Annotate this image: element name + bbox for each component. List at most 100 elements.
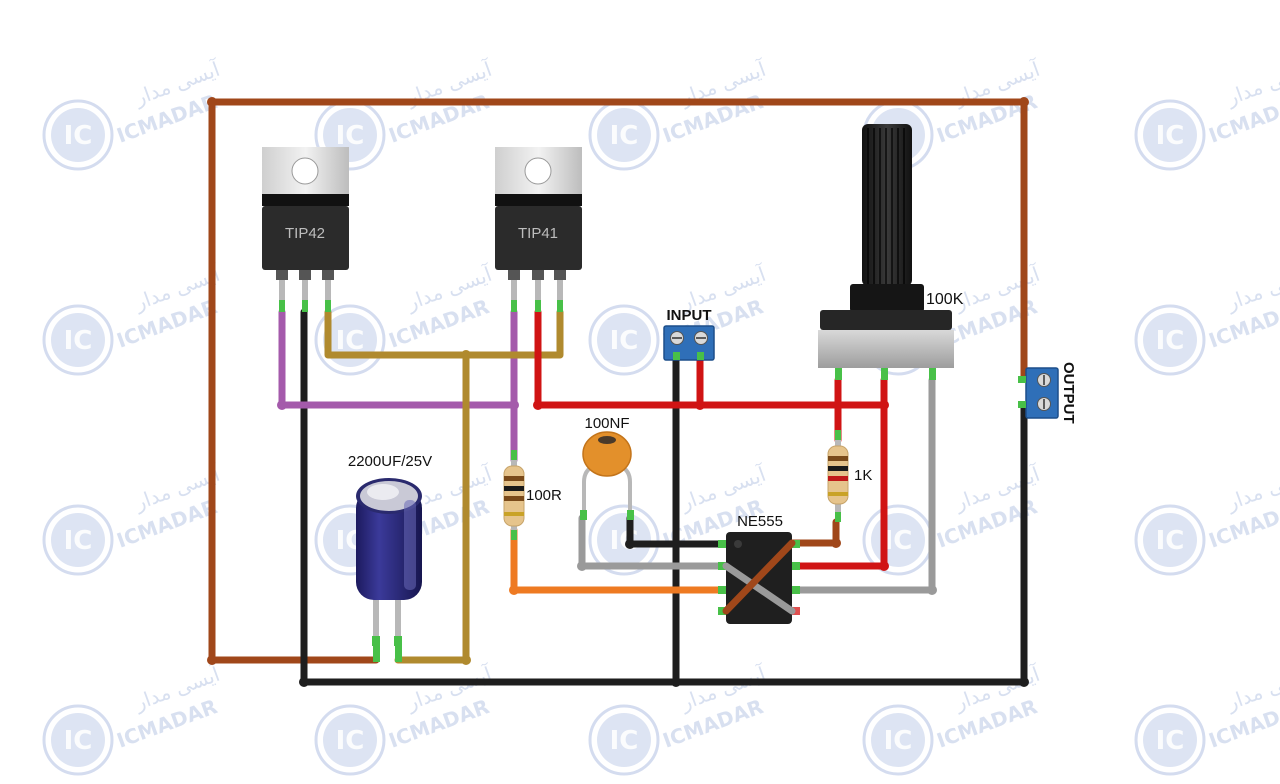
pin-connector xyxy=(279,300,285,312)
wire-black-ground xyxy=(300,308,1028,686)
ic-pin xyxy=(792,540,800,548)
pot-label: 100K xyxy=(926,291,964,308)
junction-dot xyxy=(671,677,681,687)
pin-connector xyxy=(881,368,888,380)
junctions xyxy=(207,97,1029,687)
junction-dot xyxy=(207,97,217,107)
transistor-pin-base xyxy=(554,270,566,280)
cap-leg xyxy=(373,596,379,646)
watermark-logo-icon xyxy=(1134,258,1280,376)
cap-ceramic-label: 100NF xyxy=(584,415,629,432)
input-label: INPUT xyxy=(667,307,712,324)
resistor-label-100r: 100R xyxy=(526,487,562,504)
resistor-band xyxy=(504,512,524,516)
mounting-hole-icon xyxy=(291,157,319,185)
resistor-band xyxy=(828,476,848,481)
transistor-pin-base xyxy=(532,270,544,280)
wire-ends xyxy=(373,646,402,662)
watermark-logo-icon xyxy=(588,53,772,171)
ic-pin xyxy=(718,586,726,594)
transistor-leg xyxy=(302,280,308,312)
output-label: OUTPUT xyxy=(1060,362,1077,424)
watermark-logo-icon xyxy=(42,458,226,576)
pot-body xyxy=(818,330,954,368)
mounting-hole-icon xyxy=(524,157,552,185)
watermark-logo-icon xyxy=(42,258,226,376)
ic-pin xyxy=(718,607,726,615)
resistor-label-1k: 1K xyxy=(854,467,872,484)
transistor-leg xyxy=(325,280,331,312)
pot-bushing xyxy=(850,284,924,312)
transistor-pin-base xyxy=(322,270,334,280)
transistor-pin-base xyxy=(276,270,288,280)
pin-connector xyxy=(1018,401,1026,408)
junction-dot xyxy=(577,561,587,571)
pin-connector xyxy=(325,300,331,312)
junction-dot xyxy=(879,400,889,410)
junction-dot xyxy=(509,400,519,410)
wire-olive-top xyxy=(324,308,564,359)
transistor-band xyxy=(495,194,582,206)
pin-connector xyxy=(627,510,634,520)
transistor-leg xyxy=(535,280,541,312)
resistor-band xyxy=(504,476,524,481)
pin-connector xyxy=(835,430,841,440)
watermark-layer xyxy=(42,53,1280,776)
transistor-leg xyxy=(557,280,563,312)
pot-knurl xyxy=(867,128,905,284)
pin-connector xyxy=(835,512,841,522)
resistor-100r: 100R xyxy=(503,450,562,540)
junction-dot xyxy=(461,350,471,360)
resistor-band xyxy=(828,492,848,496)
ic-notch-icon xyxy=(734,540,742,548)
junction-dot xyxy=(831,538,841,548)
pin-connector xyxy=(302,300,308,312)
junction-dot xyxy=(625,539,635,549)
junction-dot xyxy=(927,585,937,595)
watermark-logo-icon xyxy=(588,658,772,776)
watermark-logo-icon xyxy=(1134,458,1280,576)
watermark-logo-icon xyxy=(862,458,1046,576)
output-terminal: OUTPUT xyxy=(1018,362,1077,424)
junction-dot xyxy=(277,400,287,410)
ceramic-capacitor-100nf: 100NF xyxy=(580,415,634,520)
pin-connector xyxy=(511,300,517,312)
junction-dot xyxy=(299,677,309,687)
junction-dot xyxy=(833,400,843,410)
electrolytic-capacitor: 2200UF/25V xyxy=(348,453,432,646)
transistor-leg xyxy=(511,280,517,312)
ic-pin xyxy=(792,562,800,570)
ic-pin xyxy=(792,607,800,615)
junction-dot xyxy=(1019,677,1029,687)
transistor-band xyxy=(262,194,349,206)
transistor-tip42: TIP42 xyxy=(262,147,349,312)
pin-connector xyxy=(835,368,842,380)
ic-label: NE555 xyxy=(737,513,783,530)
wire-brown-cross xyxy=(722,539,796,615)
input-terminal: INPUT xyxy=(663,307,715,361)
watermark-logo-icon xyxy=(42,53,226,171)
resistor-band xyxy=(828,466,848,471)
cap-leg xyxy=(395,596,401,646)
junction-dot xyxy=(207,655,217,665)
pin-connector xyxy=(673,352,680,360)
transistor-leg xyxy=(279,280,285,312)
ic-pin xyxy=(792,586,800,594)
pin-connector xyxy=(929,368,936,380)
wire-gray-cross xyxy=(722,562,796,615)
junction-dot xyxy=(1019,97,1029,107)
ic-pin xyxy=(718,540,726,548)
junction-dot xyxy=(509,585,519,595)
transistor-label-tip41: TIP41 xyxy=(518,225,558,242)
junction-dot xyxy=(533,400,543,410)
pin-connector xyxy=(511,530,517,540)
pin-connector xyxy=(1018,376,1026,383)
resistor-1k: 1K xyxy=(827,430,872,522)
transistor-body xyxy=(495,206,582,270)
transistor-pin-base xyxy=(299,270,311,280)
resistor-band xyxy=(504,496,524,501)
terminal-block xyxy=(663,325,715,361)
pin-connector xyxy=(535,300,541,312)
potentiometer-100k: 100K xyxy=(818,124,964,380)
cap-elec-label: 2200UF/25V xyxy=(348,453,432,470)
